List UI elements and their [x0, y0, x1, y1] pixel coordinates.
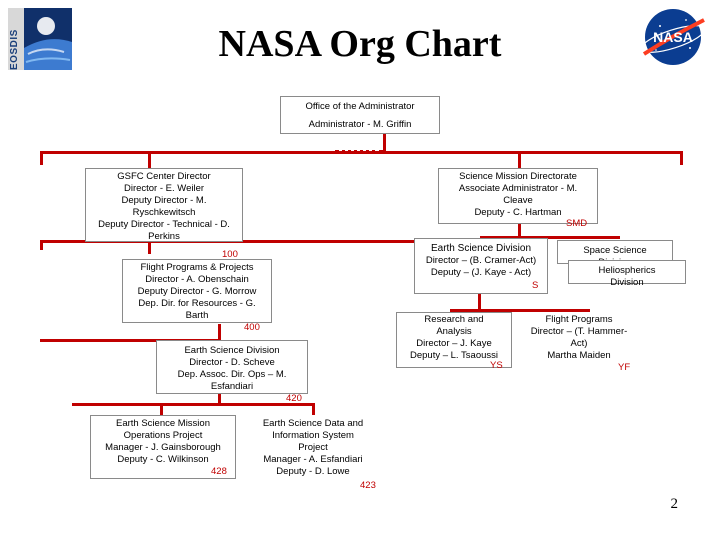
esmo-line-2: Operations Project — [123, 430, 203, 441]
connector-esd-down — [218, 394, 221, 404]
eosdis-logo-strip: EOSDIS — [8, 8, 24, 70]
esdis-project-box: Earth Science Data and Information Syste… — [242, 415, 384, 477]
esd-hq-line-3: Deputy – (J. Kaye - Act) — [430, 267, 532, 278]
fpp-line-4: Dep. Dir. for Resources - G. — [138, 298, 256, 309]
fpp-line-1: Flight Programs & Projects — [140, 262, 254, 273]
connector-hq-esd-down — [478, 294, 481, 312]
gsfc-line-1: GSFC Center Director — [117, 171, 211, 182]
esdis-line-3: Project — [298, 442, 328, 453]
esdis-line-5: Deputy - D. Lowe — [276, 466, 350, 477]
heliospherics-line-2: Division — [610, 277, 644, 288]
administrator-name: Administrator - M. Griffin — [308, 119, 412, 130]
fp-hq-line-1: Flight Programs — [545, 314, 613, 325]
heliospherics-line-1: Heliospherics — [598, 265, 656, 276]
fp-hq-line-2: Director – (T. Hammer- — [530, 326, 628, 337]
esmo-line-1: Earth Science Mission — [116, 418, 210, 429]
esd-hq-code: S — [532, 280, 539, 291]
earth-science-division-hq-box: Earth Science Division Director – (B. Cr… — [414, 238, 548, 294]
nasa-logo-text: NASA — [653, 29, 693, 45]
connector-gsfc-branch-left — [40, 240, 43, 250]
smd-line-2: Associate Administrator - M. — [458, 183, 578, 194]
ra-line-1: Research and — [424, 314, 484, 325]
ra-line-3: Director – J. Kaye — [416, 338, 492, 349]
connector-bus-gsfc — [148, 151, 151, 168]
connector-bus-left-end — [40, 151, 43, 165]
connector-esd-esdis — [312, 403, 315, 415]
smd-line-1: Science Mission Directorate — [459, 171, 577, 182]
esd-gsfc-code: 420 — [286, 393, 302, 404]
research-analysis-box: Research and Analysis Director – J. Kaye… — [396, 312, 512, 368]
nasa-meatball-logo: NASA — [638, 6, 708, 68]
administrator-office-label: Office of the Administrator — [305, 101, 415, 112]
fp-hq-line-3: Act) — [570, 338, 588, 349]
connector-smd-branch — [480, 236, 620, 239]
esd-hq-line-1: Earth Science Division — [430, 243, 532, 254]
connector-hq-esd-branch — [450, 309, 590, 312]
esd-gsfc-line-2: Director - D. Scheve — [189, 357, 275, 368]
gsfc-line-6: Perkins — [148, 231, 180, 242]
smd-box: Science Mission Directorate Associate Ad… — [438, 168, 598, 224]
esmo-project-box: Earth Science Mission Operations Project… — [90, 415, 236, 479]
smd-code: SMD — [566, 218, 588, 229]
ra-line-4: Deputy – L. Tsaoussi — [409, 350, 498, 361]
administrator-box: Office of the Administrator Administrato… — [280, 96, 440, 134]
esmo-line-4: Deputy - C. Wilkinson — [117, 454, 209, 465]
gsfc-line-2: Director - E. Weiler — [123, 183, 205, 194]
flight-programs-hq-code: YF — [618, 362, 631, 373]
esdis-line-1: Earth Science Data and — [262, 418, 364, 429]
esdis-code: 423 — [360, 480, 376, 491]
esdis-line-2: Information System — [272, 430, 354, 441]
connector-top-bus — [40, 151, 682, 154]
fpp-line-5: Barth — [185, 310, 209, 321]
connector-fpp-esd — [218, 324, 221, 341]
fp-hq-line-4: Martha Maiden — [547, 350, 611, 361]
eosdis-logo: EOSDIS — [8, 8, 72, 70]
esd-gsfc-line-3: Dep. Assoc. Dir. Ops – M. — [177, 369, 287, 380]
heliospherics-division-box: Heliospherics Division — [568, 260, 686, 288]
gsfc-line-4: Ryschkewitsch — [132, 207, 196, 218]
esd-gsfc-line-1: Earth Science Division — [184, 345, 280, 356]
esd-gsfc-line-4: Esfandiari — [210, 381, 254, 392]
connector-admin-down — [383, 134, 386, 152]
esmo-code: 428 — [211, 466, 227, 477]
fpp-line-3: Deputy Director - G. Morrow — [137, 286, 257, 297]
esd-hq-line-2: Director – (B. Cramer-Act) — [425, 255, 537, 266]
space-science-line-1: Space Science — [583, 245, 647, 256]
connector-bus-right-end — [680, 151, 683, 165]
fpp-code: 400 — [244, 322, 260, 333]
connector-bus-smd — [518, 151, 521, 168]
research-analysis-code: YS — [490, 360, 503, 371]
connector-esd-esmo — [160, 403, 163, 415]
smd-line-3: Cleave — [503, 195, 533, 206]
ra-line-2: Analysis — [436, 326, 472, 337]
page-number: 2 — [670, 496, 679, 512]
gsfc-line-3: Deputy Director - M. — [121, 195, 207, 206]
fpp-code-above: 100 — [222, 249, 238, 260]
flight-programs-projects-box: Flight Programs & Projects Director - A.… — [122, 259, 272, 323]
earth-limb-icon — [24, 8, 72, 70]
smd-line-4: Deputy - C. Hartman — [474, 207, 562, 218]
gsfc-line-5: Deputy Director - Technical - D. — [98, 219, 230, 230]
esmo-line-3: Manager - J. Gainsborough — [105, 442, 221, 453]
connector-smd-down — [518, 222, 521, 238]
connector-fpp-branch — [40, 339, 220, 342]
page-title: NASA Org Chart — [218, 23, 502, 65]
esdis-line-4: Manager - A. Esfandiari — [263, 454, 363, 465]
connector-esd-branch — [72, 403, 312, 406]
fpp-line-2: Director - A. Obenschain — [145, 274, 249, 285]
earth-science-division-gsfc-box: Earth Science Division Director - D. Sch… — [156, 340, 308, 394]
connector-gsfc-fpp — [148, 240, 151, 254]
nasa-meatball-icon: NASA — [640, 9, 706, 65]
gsfc-director-box: GSFC Center Director Director - E. Weile… — [85, 168, 243, 242]
flight-programs-hq-box: Flight Programs Director – (T. Hammer- A… — [522, 312, 636, 368]
